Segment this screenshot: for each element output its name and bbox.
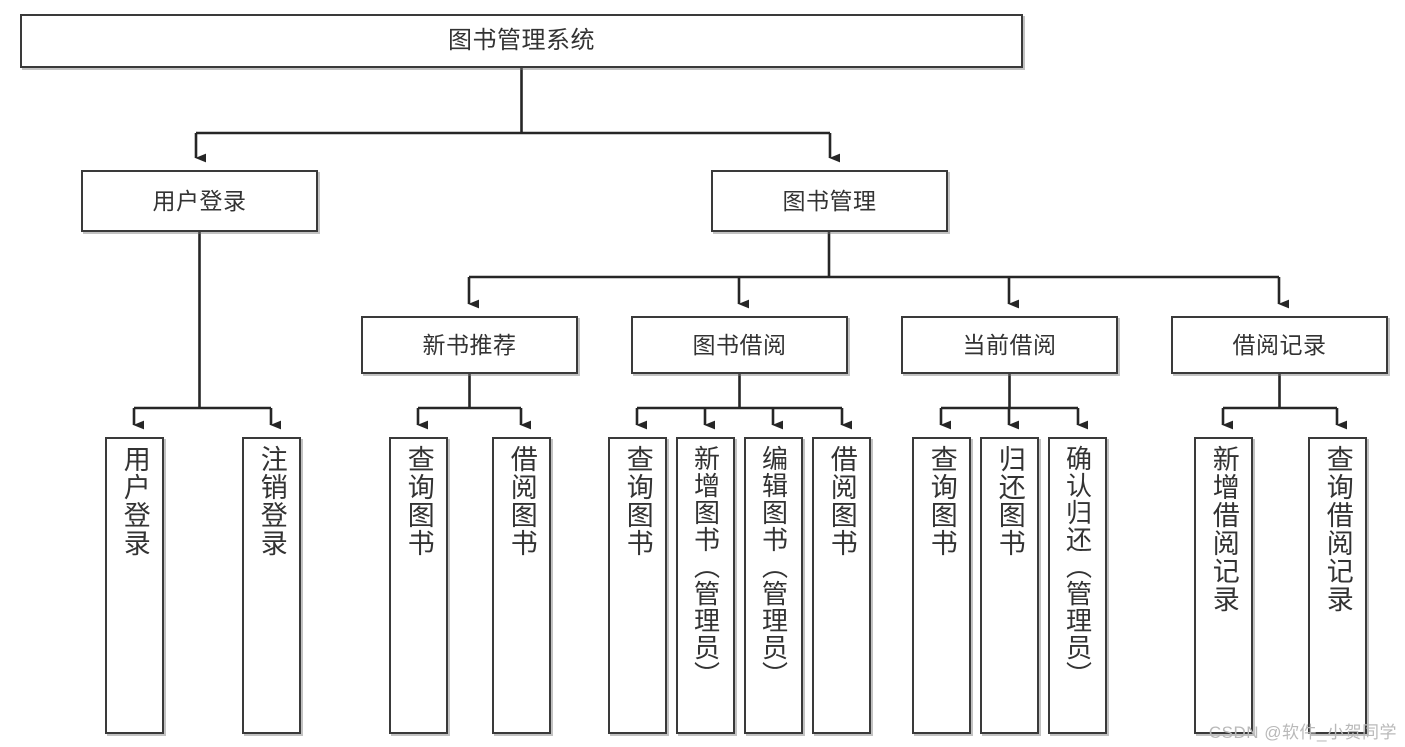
leaf-query-book-2-label: 查询图书 — [622, 445, 653, 557]
leaf-query-book-2[interactable]: 查询图书 — [608, 437, 667, 734]
leaf-add-record[interactable]: 新增借阅记录 — [1194, 437, 1253, 734]
leaf-logout[interactable]: 注销登录 — [242, 437, 301, 734]
leaf-user-login-label: 用户登录 — [119, 445, 150, 557]
node-current-borrow[interactable]: 当前借阅 — [901, 316, 1118, 374]
node-book-manage[interactable]: 图书管理 — [711, 170, 948, 232]
node-borrow-record[interactable]: 借阅记录 — [1171, 316, 1388, 374]
leaf-edit-book-label: 编辑图书（管理员） — [758, 445, 789, 688]
leaf-add-book-label: 新增图书（管理员） — [690, 445, 721, 688]
leaf-return-book-label: 归还图书 — [994, 445, 1025, 557]
leaf-borrow-book-2[interactable]: 借阅图书 — [812, 437, 871, 734]
node-user-login-label: 用户登录 — [152, 187, 247, 214]
leaf-query-book-3[interactable]: 查询图书 — [912, 437, 971, 734]
leaf-logout-label: 注销登录 — [256, 445, 287, 557]
node-current-borrow-label: 当前借阅 — [962, 331, 1057, 358]
node-new-book-recommend-label: 新书推荐 — [422, 331, 517, 358]
node-book-borrow-label: 图书借阅 — [692, 331, 787, 358]
leaf-confirm-return-label: 确认归还（管理员） — [1062, 445, 1093, 688]
leaf-user-login[interactable]: 用户登录 — [105, 437, 164, 734]
leaf-edit-book[interactable]: 编辑图书（管理员） — [744, 437, 803, 734]
leaf-add-book[interactable]: 新增图书（管理员） — [676, 437, 735, 734]
leaf-query-book-3-label: 查询图书 — [926, 445, 957, 557]
leaf-borrow-book-1[interactable]: 借阅图书 — [492, 437, 551, 734]
leaf-query-record-label: 查询借阅记录 — [1322, 445, 1353, 613]
leaf-return-book[interactable]: 归还图书 — [980, 437, 1039, 734]
node-user-login[interactable]: 用户登录 — [81, 170, 318, 232]
leaf-borrow-book-1-label: 借阅图书 — [506, 445, 537, 557]
leaf-add-record-label: 新增借阅记录 — [1208, 445, 1239, 613]
node-borrow-record-label: 借阅记录 — [1232, 331, 1327, 358]
leaf-query-book-1-label: 查询图书 — [403, 445, 434, 557]
leaf-query-book-1[interactable]: 查询图书 — [389, 437, 448, 734]
leaf-query-record[interactable]: 查询借阅记录 — [1308, 437, 1367, 734]
node-book-manage-label: 图书管理 — [782, 187, 877, 214]
node-new-book-recommend[interactable]: 新书推荐 — [361, 316, 578, 374]
node-book-borrow[interactable]: 图书借阅 — [631, 316, 848, 374]
node-root[interactable]: 图书管理系统 — [20, 14, 1023, 68]
node-root-label: 图书管理系统 — [448, 27, 595, 54]
leaf-borrow-book-2-label: 借阅图书 — [826, 445, 857, 557]
leaf-confirm-return[interactable]: 确认归还（管理员） — [1048, 437, 1107, 734]
